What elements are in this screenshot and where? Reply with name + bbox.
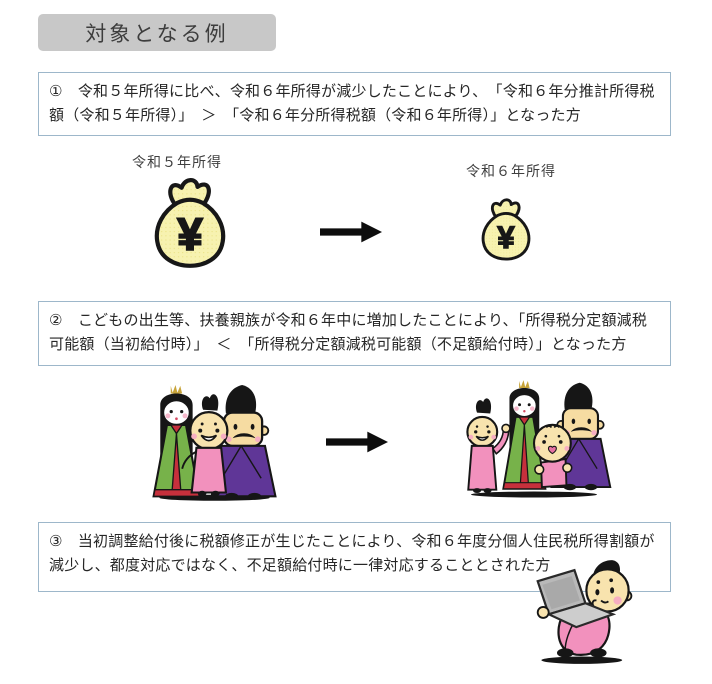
mother-figure <box>152 384 201 498</box>
money-bag-large-icon: ¥ <box>154 178 226 268</box>
waving-child-figure <box>466 398 511 494</box>
page-title-label: 対象となる例 <box>85 22 229 46</box>
yen-symbol: ¥ <box>177 209 202 260</box>
money-bag-large-label: 令和５年所得 <box>132 154 222 170</box>
condition-box-2: ② こどもの出生等、扶養親族が令和６年中に増加したことにより、「所得税分定額減税… <box>38 301 671 366</box>
family-of-four-icon <box>466 380 612 498</box>
character-with-laptop-icon <box>536 560 633 664</box>
condition-1-text: ① 令和５年所得に比べ、令和６年所得が減少したことにより、 「令和６年分推計所得… <box>49 83 655 124</box>
child-figure <box>181 394 229 497</box>
yen-symbol: ¥ <box>497 220 515 255</box>
money-bag-small-label: 令和６年所得 <box>466 163 556 179</box>
condition-2-text: ② こどもの出生等、扶養親族が令和６年中に増加したことにより、「所得税分定額減税… <box>49 312 648 353</box>
baby-figure <box>532 423 573 489</box>
family-of-three-icon <box>152 384 277 501</box>
right-arrow-icon <box>320 221 382 243</box>
condition-box-1: ① 令和５年所得に比べ、令和６年所得が減少したことにより、 「令和６年分推計所得… <box>38 72 671 136</box>
condition-3-text: ③ 当初調整給付後に税額修正が生じたことにより、令和６年度分個人住民税所得割額が… <box>49 533 655 574</box>
page-title: 対象となる例 <box>38 14 276 51</box>
money-bag-small-icon: ¥ <box>481 198 531 261</box>
right-arrow-icon <box>326 431 388 453</box>
